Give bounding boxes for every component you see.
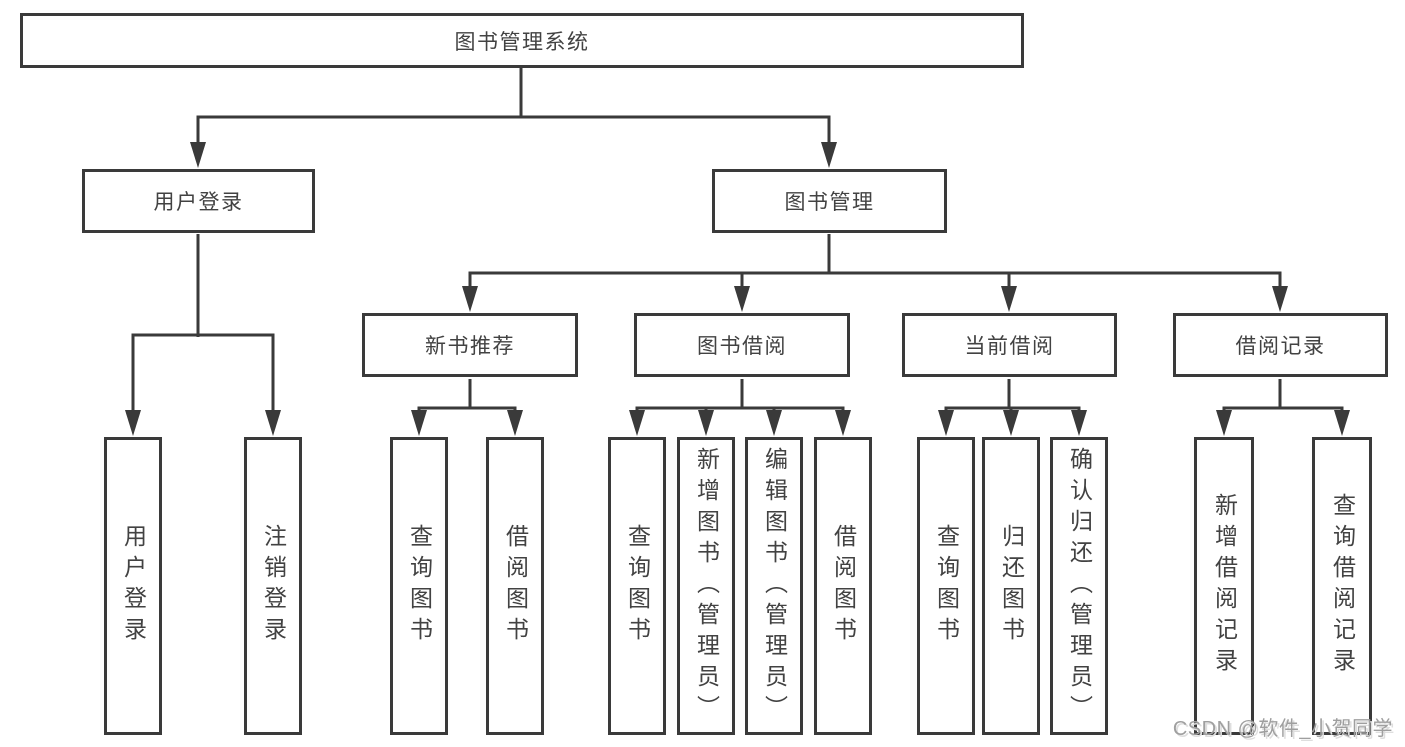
- node-label: 图书管理系统: [454, 30, 590, 54]
- node-label: 新书推荐: [425, 335, 515, 358]
- leaf-current-confirm-return-admin: 确认归还（管理员）: [1050, 437, 1108, 735]
- leaf-label: 注销登录: [260, 524, 287, 648]
- leaf-label: 归还图书: [998, 524, 1025, 648]
- leaf-recommend-query-books: 查询图书: [390, 437, 448, 735]
- leaf-label: 编辑图书（管理员）: [761, 446, 788, 726]
- leaf-label: 新增借阅记录: [1211, 493, 1238, 679]
- leaf-borrowing-query-books: 查询图书: [608, 437, 666, 735]
- leaf-borrowing-edit-books-admin: 编辑图书（管理员）: [745, 437, 803, 735]
- leaf-label: 新增图书（管理员）: [693, 446, 720, 726]
- node-label: 图书借阅: [697, 335, 787, 358]
- node-borrowing-records: 借阅记录: [1173, 313, 1388, 377]
- leaf-label: 借阅图书: [830, 524, 857, 648]
- node-label: 图书管理: [784, 191, 875, 214]
- node-root: 图书管理系统: [20, 13, 1024, 68]
- node-label: 用户登录: [153, 191, 244, 214]
- node-user-login: 用户登录: [82, 169, 315, 233]
- node-current-borrowing: 当前借阅: [902, 313, 1117, 377]
- leaf-current-return-books: 归还图书: [982, 437, 1040, 735]
- leaf-label: 查询图书: [406, 524, 433, 648]
- leaf-current-query-books: 查询图书: [917, 437, 975, 735]
- leaf-label: 借阅图书: [502, 524, 529, 648]
- leaf-label: 确认归还（管理员）: [1066, 446, 1093, 726]
- node-label: 借阅记录: [1235, 335, 1326, 358]
- leaf-logout: 注销登录: [244, 437, 302, 735]
- leaf-recommend-borrow-books: 借阅图书: [486, 437, 544, 735]
- leaf-label: 查询图书: [624, 524, 651, 648]
- leaf-label: 查询借阅记录: [1329, 493, 1356, 679]
- node-new-book-recommend: 新书推荐: [362, 313, 578, 377]
- leaf-borrowing-add-books-admin: 新增图书（管理员）: [677, 437, 735, 735]
- leaf-records-add-record: 新增借阅记录: [1194, 437, 1254, 735]
- leaf-records-query-record: 查询借阅记录: [1312, 437, 1372, 735]
- leaf-user-login: 用户登录: [104, 437, 162, 735]
- watermark-text: CSDN @软件_小贺同学: [1172, 718, 1393, 740]
- leaf-label: 查询图书: [933, 524, 960, 648]
- node-label: 当前借阅: [964, 335, 1055, 358]
- leaf-borrowing-borrow-books: 借阅图书: [814, 437, 872, 735]
- leaf-label: 用户登录: [120, 524, 147, 648]
- node-book-borrowing: 图书借阅: [634, 313, 850, 377]
- node-book-management: 图书管理: [712, 169, 947, 233]
